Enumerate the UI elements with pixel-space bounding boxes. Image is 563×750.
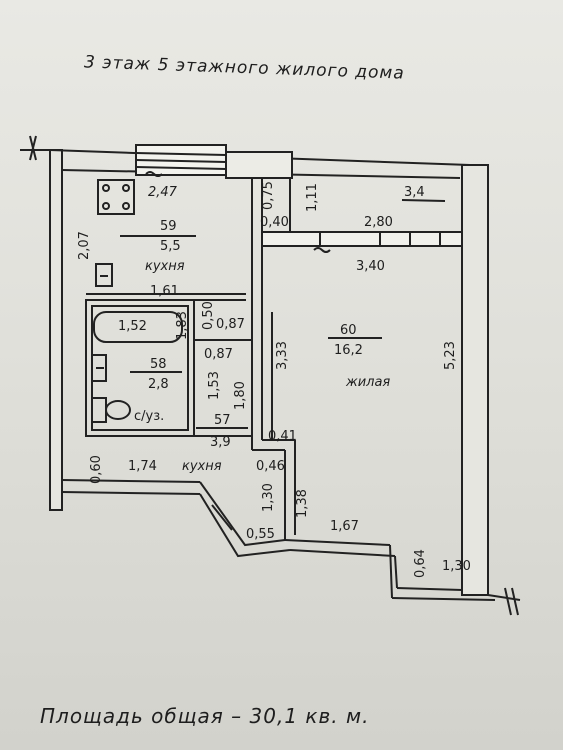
- dim-1-30-a: 1,30: [261, 483, 276, 512]
- dim-1-52: 1,52: [118, 319, 147, 334]
- dim-0-75: 0,75: [261, 181, 276, 210]
- living-number: 60: [340, 323, 357, 338]
- dim-1-83: 1,83: [175, 311, 190, 340]
- bottom-left-wall: [61, 479, 201, 483]
- kitchen-name: кухня: [145, 259, 185, 274]
- living-name: жилая: [345, 375, 390, 390]
- left-outer-wall: [49, 149, 63, 511]
- dim-1-38: 1,38: [295, 489, 310, 518]
- dim-2-80: 2,80: [364, 215, 393, 230]
- dim-1-61: 1,61: [150, 284, 179, 299]
- window-line: [135, 152, 227, 156]
- kitchen-area: 5,5: [160, 239, 181, 254]
- window-line: [135, 166, 227, 170]
- dim-0-64: 0,64: [413, 549, 428, 578]
- bath-number: 58: [150, 357, 167, 372]
- step-wall-inner: [394, 555, 398, 589]
- break-mark-bottom-right: [487, 587, 521, 616]
- stove: [97, 179, 135, 215]
- hall-area: 3,9: [210, 435, 231, 450]
- dim-1-30-b: 1,30: [442, 559, 471, 574]
- dim-0-87-b: 0,87: [204, 347, 233, 362]
- labels: 2,47 59 5,5 кухня 2,07 1,61 1,52 1,83 0,…: [77, 181, 471, 578]
- dim-1-11: 1,11: [305, 183, 320, 212]
- bottom-right-wall-inner: [396, 587, 463, 591]
- entry-wall: [199, 481, 286, 547]
- entry-wall-outer: [199, 493, 291, 558]
- dim-2-47: 2,47: [148, 185, 178, 200]
- break-mark-top-left: [20, 135, 50, 161]
- hall-bottom-wall: [284, 539, 391, 546]
- dim-0-55: 0,55: [246, 527, 275, 542]
- toilet-bowl: [105, 400, 131, 420]
- bath-area: 2,8: [148, 377, 169, 392]
- walls: [20, 135, 521, 616]
- bathtub: [93, 311, 183, 343]
- dim-0-50: 0,50: [201, 301, 216, 330]
- dim-0-60: 0,60: [89, 455, 104, 484]
- bottom-left-wall-2: [61, 491, 201, 495]
- living-area: 16,2: [334, 343, 363, 358]
- dim-1-74: 1,74: [128, 459, 157, 474]
- right-outer-wall: [461, 164, 489, 596]
- dim-0-46: 0,46: [256, 459, 285, 474]
- balcony-area-underline: [401, 199, 446, 202]
- total-area: Площадь общая – 30,1 кв. м.: [40, 704, 370, 728]
- kitchen-sink: [95, 263, 113, 287]
- kitchen-number: 59: [160, 219, 177, 234]
- dim-1-80: 1,80: [233, 381, 248, 410]
- hall-number: 57: [214, 413, 231, 428]
- dim-3-40: 3,40: [356, 259, 385, 274]
- balcony-area: 3,4: [404, 185, 425, 200]
- window-line: [135, 159, 227, 163]
- dim-0-41: 0,41: [268, 429, 297, 444]
- toilet-tank: [91, 397, 107, 423]
- dim-3-33: 3,33: [275, 341, 290, 370]
- entry-door: [211, 504, 233, 531]
- hall-bottom-wall-2: [289, 549, 396, 557]
- dim-0-40: 0,40: [260, 215, 289, 230]
- bottom-right-wall: [391, 597, 496, 601]
- sink: [91, 354, 107, 382]
- balcony-window: [261, 231, 463, 247]
- dim-2-07: 2,07: [77, 231, 92, 260]
- dim-5-23: 5,23: [443, 341, 458, 370]
- door-block: [225, 151, 293, 179]
- wavy-mark: [313, 247, 331, 253]
- dim-1-67: 1,67: [330, 519, 359, 534]
- bath-name: с/уз.: [134, 409, 164, 424]
- wavy-mark: [145, 171, 163, 177]
- dim-0-87-a: 0,87: [216, 317, 245, 332]
- dim-1-53: 1,53: [207, 371, 222, 400]
- step-wall: [389, 544, 393, 599]
- hall-name: кухня: [182, 459, 222, 474]
